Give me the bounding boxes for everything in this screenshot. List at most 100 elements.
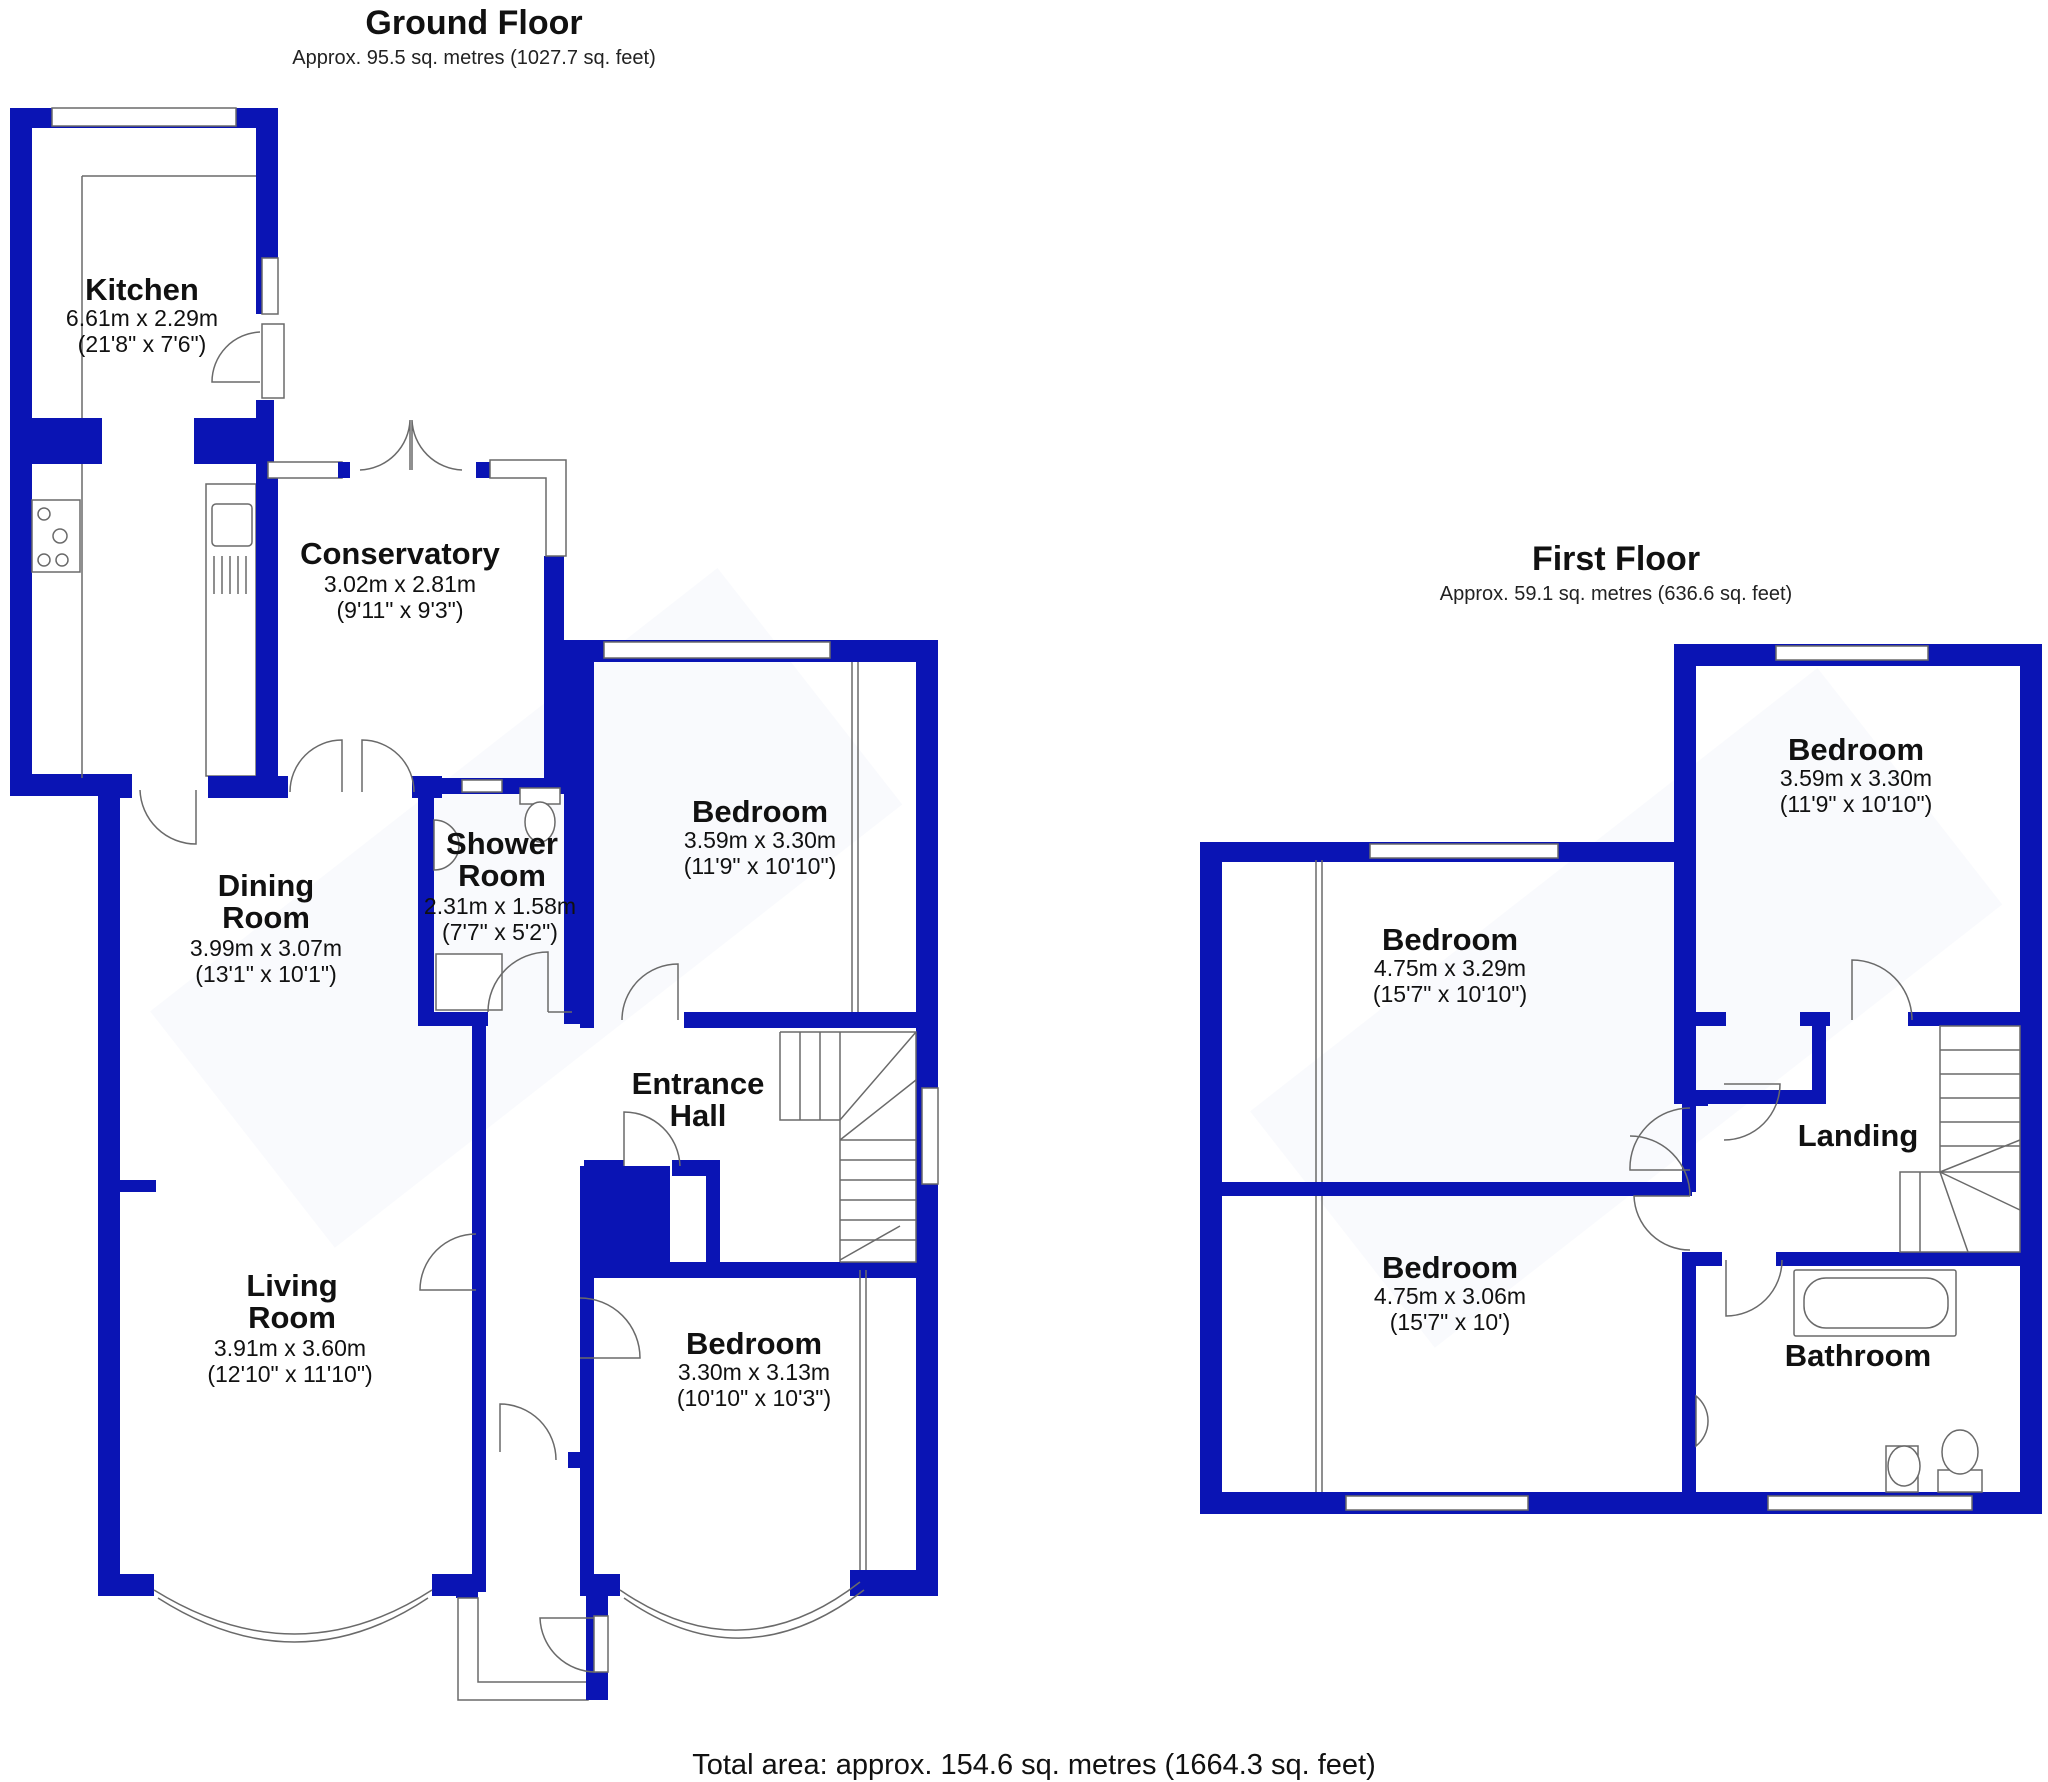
ff-bathroom-window [1767, 1495, 1973, 1511]
porch-inner-door-swing [499, 1403, 557, 1461]
ff-cupboard-door-swing [1723, 1083, 1781, 1141]
bathroom-wc [1941, 1429, 1979, 1475]
ff-rear-right-bedroom-name: Bedroom [1788, 732, 1924, 767]
conservatory-post [476, 462, 490, 478]
ff-rear-right-bedroom-metric: 3.59m x 3.30m [1780, 765, 1932, 791]
hall-east-wall [580, 1262, 594, 1430]
staircase [779, 1031, 917, 1263]
dining-north-wall [208, 776, 288, 798]
bathroom-wc [1887, 1445, 1921, 1487]
gf-rear-bedroom-door-swing [621, 963, 679, 1021]
wardrobe-sliding-door [851, 662, 859, 1012]
ff-front-left-window [1345, 1495, 1529, 1511]
ff-front-bedroom-name: Bedroom [1382, 1250, 1518, 1285]
ff-step-wall [1674, 644, 1696, 1104]
gf-front-bedroom-name: Bedroom [686, 1326, 822, 1361]
shower-imperial: (7'7" x 5'2") [442, 919, 558, 945]
hob-ring [37, 553, 51, 567]
drainer [213, 556, 247, 594]
living-name-line2: Room [248, 1300, 336, 1335]
ff-rear-left-bedroom-imperial: (15'7" x 10'10") [1373, 981, 1527, 1007]
ff-rear-right-bedroom-south-wall [1800, 1012, 1830, 1026]
wardrobe-sliding-door [859, 1270, 867, 1570]
gf-front-bedroom-metric: 3.30m x 3.13m [678, 1359, 830, 1385]
ff-rear-right-bedroom-south-wall [1686, 1012, 1726, 1026]
ff-rear-left-bedroom-door-swing [1629, 1107, 1691, 1171]
hob-ring [37, 507, 51, 521]
entrance-hall-name-line2: Hall [670, 1098, 727, 1133]
landing-name: Landing [1798, 1118, 1919, 1153]
dining-imperial: (13'1" x 10'1") [195, 961, 336, 987]
cupboard-wall [584, 1160, 624, 1262]
porch-stub [568, 1452, 582, 1468]
entrance-hall-name-line1: Entrance [632, 1066, 765, 1101]
living-bay-window [153, 1589, 433, 1635]
living-door-swing [419, 1233, 477, 1291]
main-west-wall [98, 786, 120, 1594]
kitchen-sink [211, 503, 253, 547]
dining-north-wall [98, 776, 132, 798]
kitchen-door-swing [211, 331, 261, 383]
ff-front-bedroom-door-swing [1629, 1135, 1691, 1251]
shower-name-line2: Room [458, 858, 546, 893]
conservatory-west-wall [256, 470, 278, 780]
gf-rear-bedroom-wall-stub [580, 1012, 594, 1028]
ff-rear-left-bedroom-name: Bedroom [1382, 922, 1518, 957]
ff-rear-right-window [1775, 645, 1929, 661]
ff-bathroom-door-swing [1725, 1259, 1783, 1317]
dining-door-swing [139, 789, 197, 845]
shower-metric: 2.31m x 1.58m [424, 893, 576, 919]
first-floor-title: First Floor [1532, 540, 1700, 578]
living-name-line1: Living [246, 1268, 337, 1303]
porch-window [457, 1597, 589, 1701]
shower-window [461, 779, 503, 793]
living-south-wall-left [98, 1574, 154, 1596]
conservatory-post [338, 462, 350, 478]
shower-tray [435, 953, 503, 1011]
ff-bathroom-north-wall [1692, 1252, 1722, 1266]
ff-rear-left-bedroom-metric: 4.75m x 3.29m [1374, 955, 1526, 981]
kitchen-metric: 6.61m x 2.29m [66, 305, 218, 331]
first-floor-area: Approx. 59.1 sq. metres (636.6 sq. feet) [1440, 583, 1792, 605]
shower-basin [433, 819, 460, 871]
gf-rear-bedroom-south-wall [684, 1012, 924, 1028]
ground-floor-plan [10, 107, 939, 1701]
conservatory-metric: 3.02m x 2.81m [324, 571, 476, 597]
ff-front-bedroom-metric: 4.75m x 3.06m [1374, 1283, 1526, 1309]
kitchen-side-window [261, 257, 279, 315]
kitchen-worktop-outline [81, 175, 256, 778]
front-door-swing [539, 1617, 597, 1673]
ff-landing-west-wall [1682, 1104, 1696, 1192]
dining-metric: 3.99m x 3.07m [190, 935, 342, 961]
bathroom-name: Bathroom [1785, 1338, 1931, 1373]
conservatory-name: Conservatory [300, 536, 501, 571]
bath-tub [1803, 1277, 1949, 1329]
shower-west-wall [418, 778, 434, 1024]
dining-name-line2: Room [222, 900, 310, 935]
ff-rear-right-bedroom-south-wall [1908, 1012, 2028, 1026]
porch-stub [472, 1452, 486, 1468]
gf-rear-bedroom-west-wall [572, 640, 594, 1022]
hall-west-wall [472, 1022, 486, 1592]
gf-front-bedroom-bay [619, 1581, 861, 1631]
ff-bathroom-west-wall [1682, 1252, 1696, 1498]
living-bay-window [157, 1597, 429, 1643]
bathroom-basin [1695, 1394, 1709, 1448]
kitchen-west-wall [10, 108, 32, 796]
gf-front-bedroom-west-wall [580, 1420, 594, 1580]
gf-rear-bedroom-window [603, 641, 831, 659]
kitchen-chimney-right [194, 418, 260, 464]
ff-wardrobe-doors [1315, 860, 1323, 1492]
living-imperial: (12'10" x 11'10") [207, 1361, 372, 1387]
hob-ring [52, 528, 68, 544]
living-metric: 3.91m x 3.60m [214, 1335, 366, 1361]
shower-south-wall [418, 1012, 488, 1026]
dining-name-line1: Dining [218, 868, 314, 903]
kitchen-imperial: (21'8" x 7'6") [78, 331, 207, 357]
conservatory-east-wall [544, 556, 564, 784]
first-floor-plan [1200, 644, 2042, 1514]
ff-rear-right-bedroom-imperial: (11'9" x 10'10") [1780, 791, 1933, 817]
gf-front-bedroom-imperial: (10'10" x 10'3") [677, 1385, 831, 1411]
gf-rear-bedroom-imperial: (11'9" x 10'10") [684, 853, 837, 879]
